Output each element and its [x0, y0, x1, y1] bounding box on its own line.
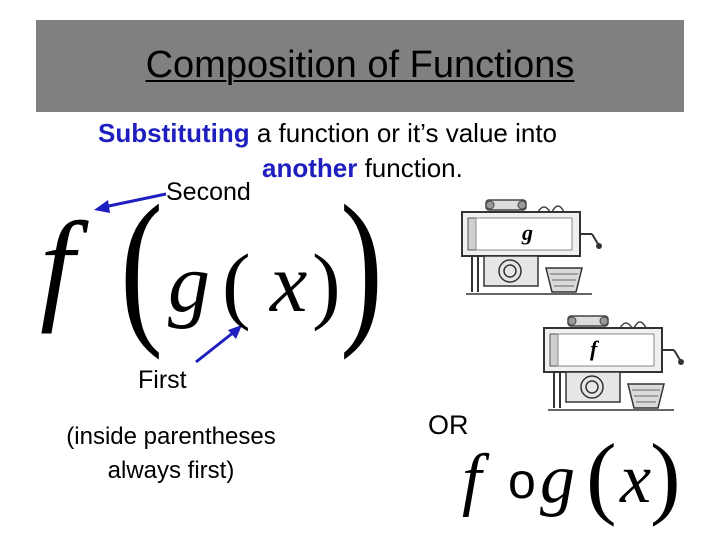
expr-alt-compose-o: o [508, 453, 536, 509]
subtitle-emphasis-substituting: Substituting [98, 118, 250, 148]
subtitle-line-1: Substituting a function or it’s value in… [98, 118, 557, 149]
expr-main-rparen-inner: ) [312, 236, 341, 332]
expr-main-x: x [270, 237, 308, 330]
function-machine-g-icon [461, 199, 602, 295]
expr-alt-rparen: ) [650, 425, 681, 527]
label-first: First [138, 366, 187, 394]
subtitle-text-1: a function or it’s value into [249, 118, 558, 148]
note-line-1: (inside parentheses [66, 423, 276, 450]
function-machine-f-icon [543, 315, 684, 411]
expr-main-g: g [168, 237, 210, 330]
label-second: Second [166, 178, 251, 206]
expr-main-lparen-outer: ( [120, 171, 163, 361]
note-inside-first: (inside parentheses always first) [26, 420, 316, 488]
subtitle-emphasis-another: another [262, 153, 358, 183]
expr-alt-f: f [462, 441, 482, 518]
expr-main-rparen-outer: ) [340, 171, 383, 361]
expr-main-f: f [40, 197, 75, 334]
label-or: OR [428, 410, 469, 440]
arrow-to-f-icon [94, 192, 167, 213]
slide-title: Composition of Functions [145, 44, 575, 86]
title-bar [36, 20, 684, 112]
arrow-to-g-icon [195, 325, 242, 364]
note-line-2: always first) [107, 457, 235, 484]
subtitle-text-2: function. [357, 153, 463, 183]
subtitle-line-2: another function. [262, 153, 463, 184]
expr-alt-lparen: ( [586, 425, 617, 527]
machine-g-label: g [522, 220, 533, 245]
machine-f-label: f [590, 336, 598, 361]
expr-alt-x: x [620, 441, 652, 518]
expr-alt-g: g [540, 441, 575, 518]
expr-main-lparen-inner: ( [222, 236, 251, 332]
